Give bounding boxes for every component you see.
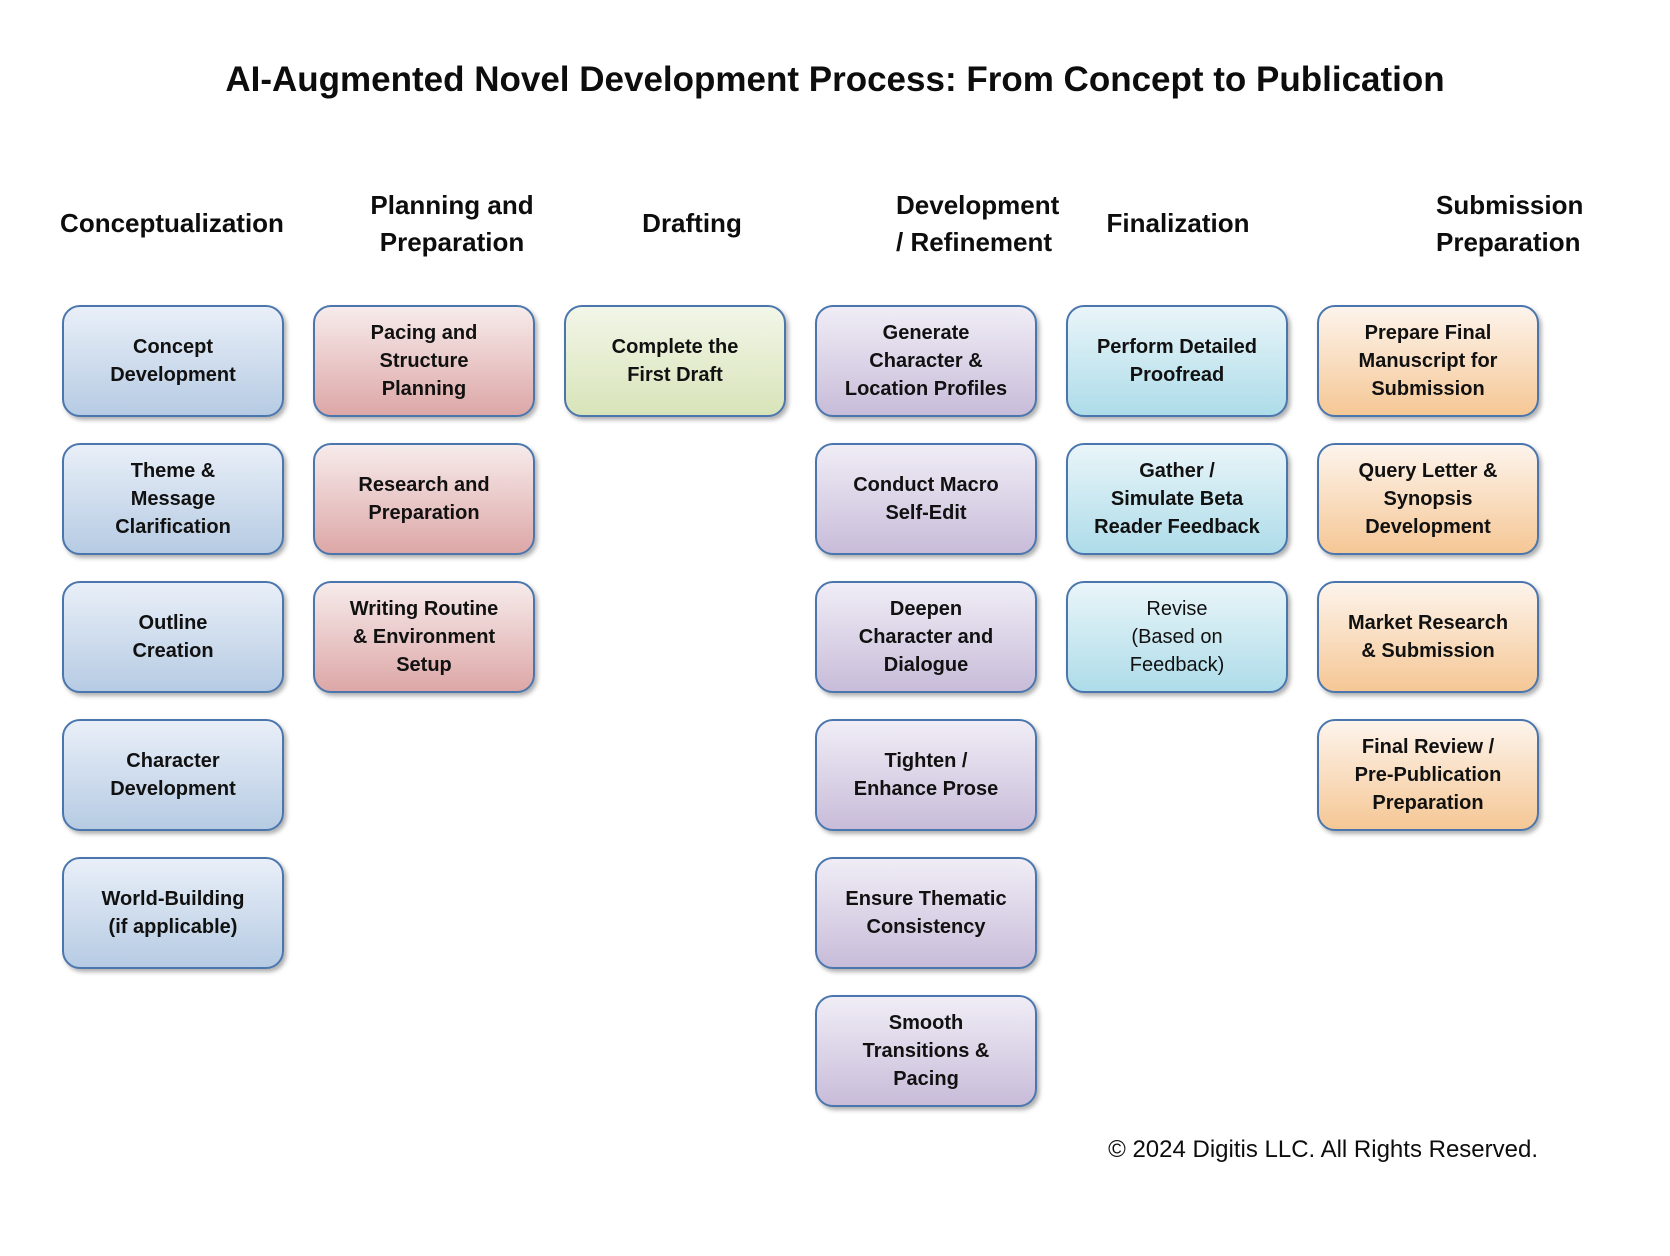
step-submission-preparation-1: Prepare Final Manuscript for Submission xyxy=(1317,305,1539,417)
step-label: Research and Preparation xyxy=(358,474,490,524)
step-label: Character Development xyxy=(110,750,236,800)
step-label: Final Review / Pre-Publication Preparati… xyxy=(1354,736,1502,814)
column-header-submission-preparation: Submission Preparation xyxy=(1436,190,1584,257)
column-header-planning-preparation: Planning and Preparation xyxy=(370,190,534,257)
step-label: Market Research & Submission xyxy=(1347,612,1509,662)
step-label: Writing Routine & Environment Setup xyxy=(349,598,499,676)
step-label: Smooth Transitions & Pacing xyxy=(862,1012,990,1090)
step-label: Generate Character & Location Profiles xyxy=(844,322,1008,400)
step-submission-preparation-2: Query Letter & Synopsis Development xyxy=(1317,443,1539,555)
step-submission-preparation-3: Market Research & Submission xyxy=(1317,581,1539,693)
copyright-text: © 2024 Digitis LLC. All Rights Reserved. xyxy=(1108,1136,1538,1163)
step-label: Ensure Thematic Consistency xyxy=(845,888,1007,938)
step-label: Theme & Message Clarification xyxy=(115,460,231,538)
step-finalization-3: Revise (Based on Feedback) xyxy=(1066,581,1288,693)
column-header-finalization: Finalization xyxy=(1106,208,1250,238)
step-label: Deepen Character and Dialogue xyxy=(858,598,994,676)
step-conceptualization-4: Character Development xyxy=(62,719,284,831)
step-drafting-1: Complete the First Draft xyxy=(564,305,786,417)
step-development-refinement-1: Generate Character & Location Profiles xyxy=(815,305,1037,417)
step-planning-preparation-1: Pacing and Structure Planning xyxy=(313,305,535,417)
diagram-title: AI-Augmented Novel Development Process: … xyxy=(225,60,1445,99)
column-header-drafting: Drafting xyxy=(642,208,742,238)
step-submission-preparation-4: Final Review / Pre-Publication Preparati… xyxy=(1317,719,1539,831)
step-conceptualization-1: Concept Development xyxy=(62,305,284,417)
step-development-refinement-3: Deepen Character and Dialogue xyxy=(815,581,1037,693)
step-label: Complete the First Draft xyxy=(611,336,739,386)
step-finalization-1: Perform Detailed Proofread xyxy=(1066,305,1288,417)
step-label: World-Building (if applicable) xyxy=(101,888,245,938)
step-label: Outline Creation xyxy=(132,612,214,662)
step-label: Conduct Macro Self-Edit xyxy=(853,474,999,524)
column-header-development-refinement: Development / Refinement xyxy=(896,190,1060,257)
step-label: Concept Development xyxy=(110,336,236,386)
column-header-conceptualization: Conceptualization xyxy=(60,208,284,238)
step-planning-preparation-3: Writing Routine & Environment Setup xyxy=(313,581,535,693)
step-label: Gather / Simulate Beta Reader Feedback xyxy=(1094,460,1260,538)
step-finalization-2: Gather / Simulate Beta Reader Feedback xyxy=(1066,443,1288,555)
step-conceptualization-2: Theme & Message Clarification xyxy=(62,443,284,555)
step-label: Perform Detailed Proofread xyxy=(1096,336,1258,386)
step-development-refinement-6: Smooth Transitions & Pacing xyxy=(815,995,1037,1107)
step-development-refinement-5: Ensure Thematic Consistency xyxy=(815,857,1037,969)
step-conceptualization-3: Outline Creation xyxy=(62,581,284,693)
step-planning-preparation-2: Research and Preparation xyxy=(313,443,535,555)
process-column-drafting: Complete the First Draft xyxy=(564,305,786,1107)
step-label: Pacing and Structure Planning xyxy=(370,322,478,400)
step-label: Tighten / Enhance Prose xyxy=(853,750,999,800)
step-conceptualization-5: World-Building (if applicable) xyxy=(62,857,284,969)
step-label: Revise (Based on Feedback) xyxy=(1129,598,1225,676)
step-development-refinement-4: Tighten / Enhance Prose xyxy=(815,719,1037,831)
step-label: Prepare Final Manuscript for Submission xyxy=(1358,322,1498,400)
step-development-refinement-2: Conduct Macro Self-Edit xyxy=(815,443,1037,555)
step-label: Query Letter & Synopsis Development xyxy=(1358,460,1498,538)
